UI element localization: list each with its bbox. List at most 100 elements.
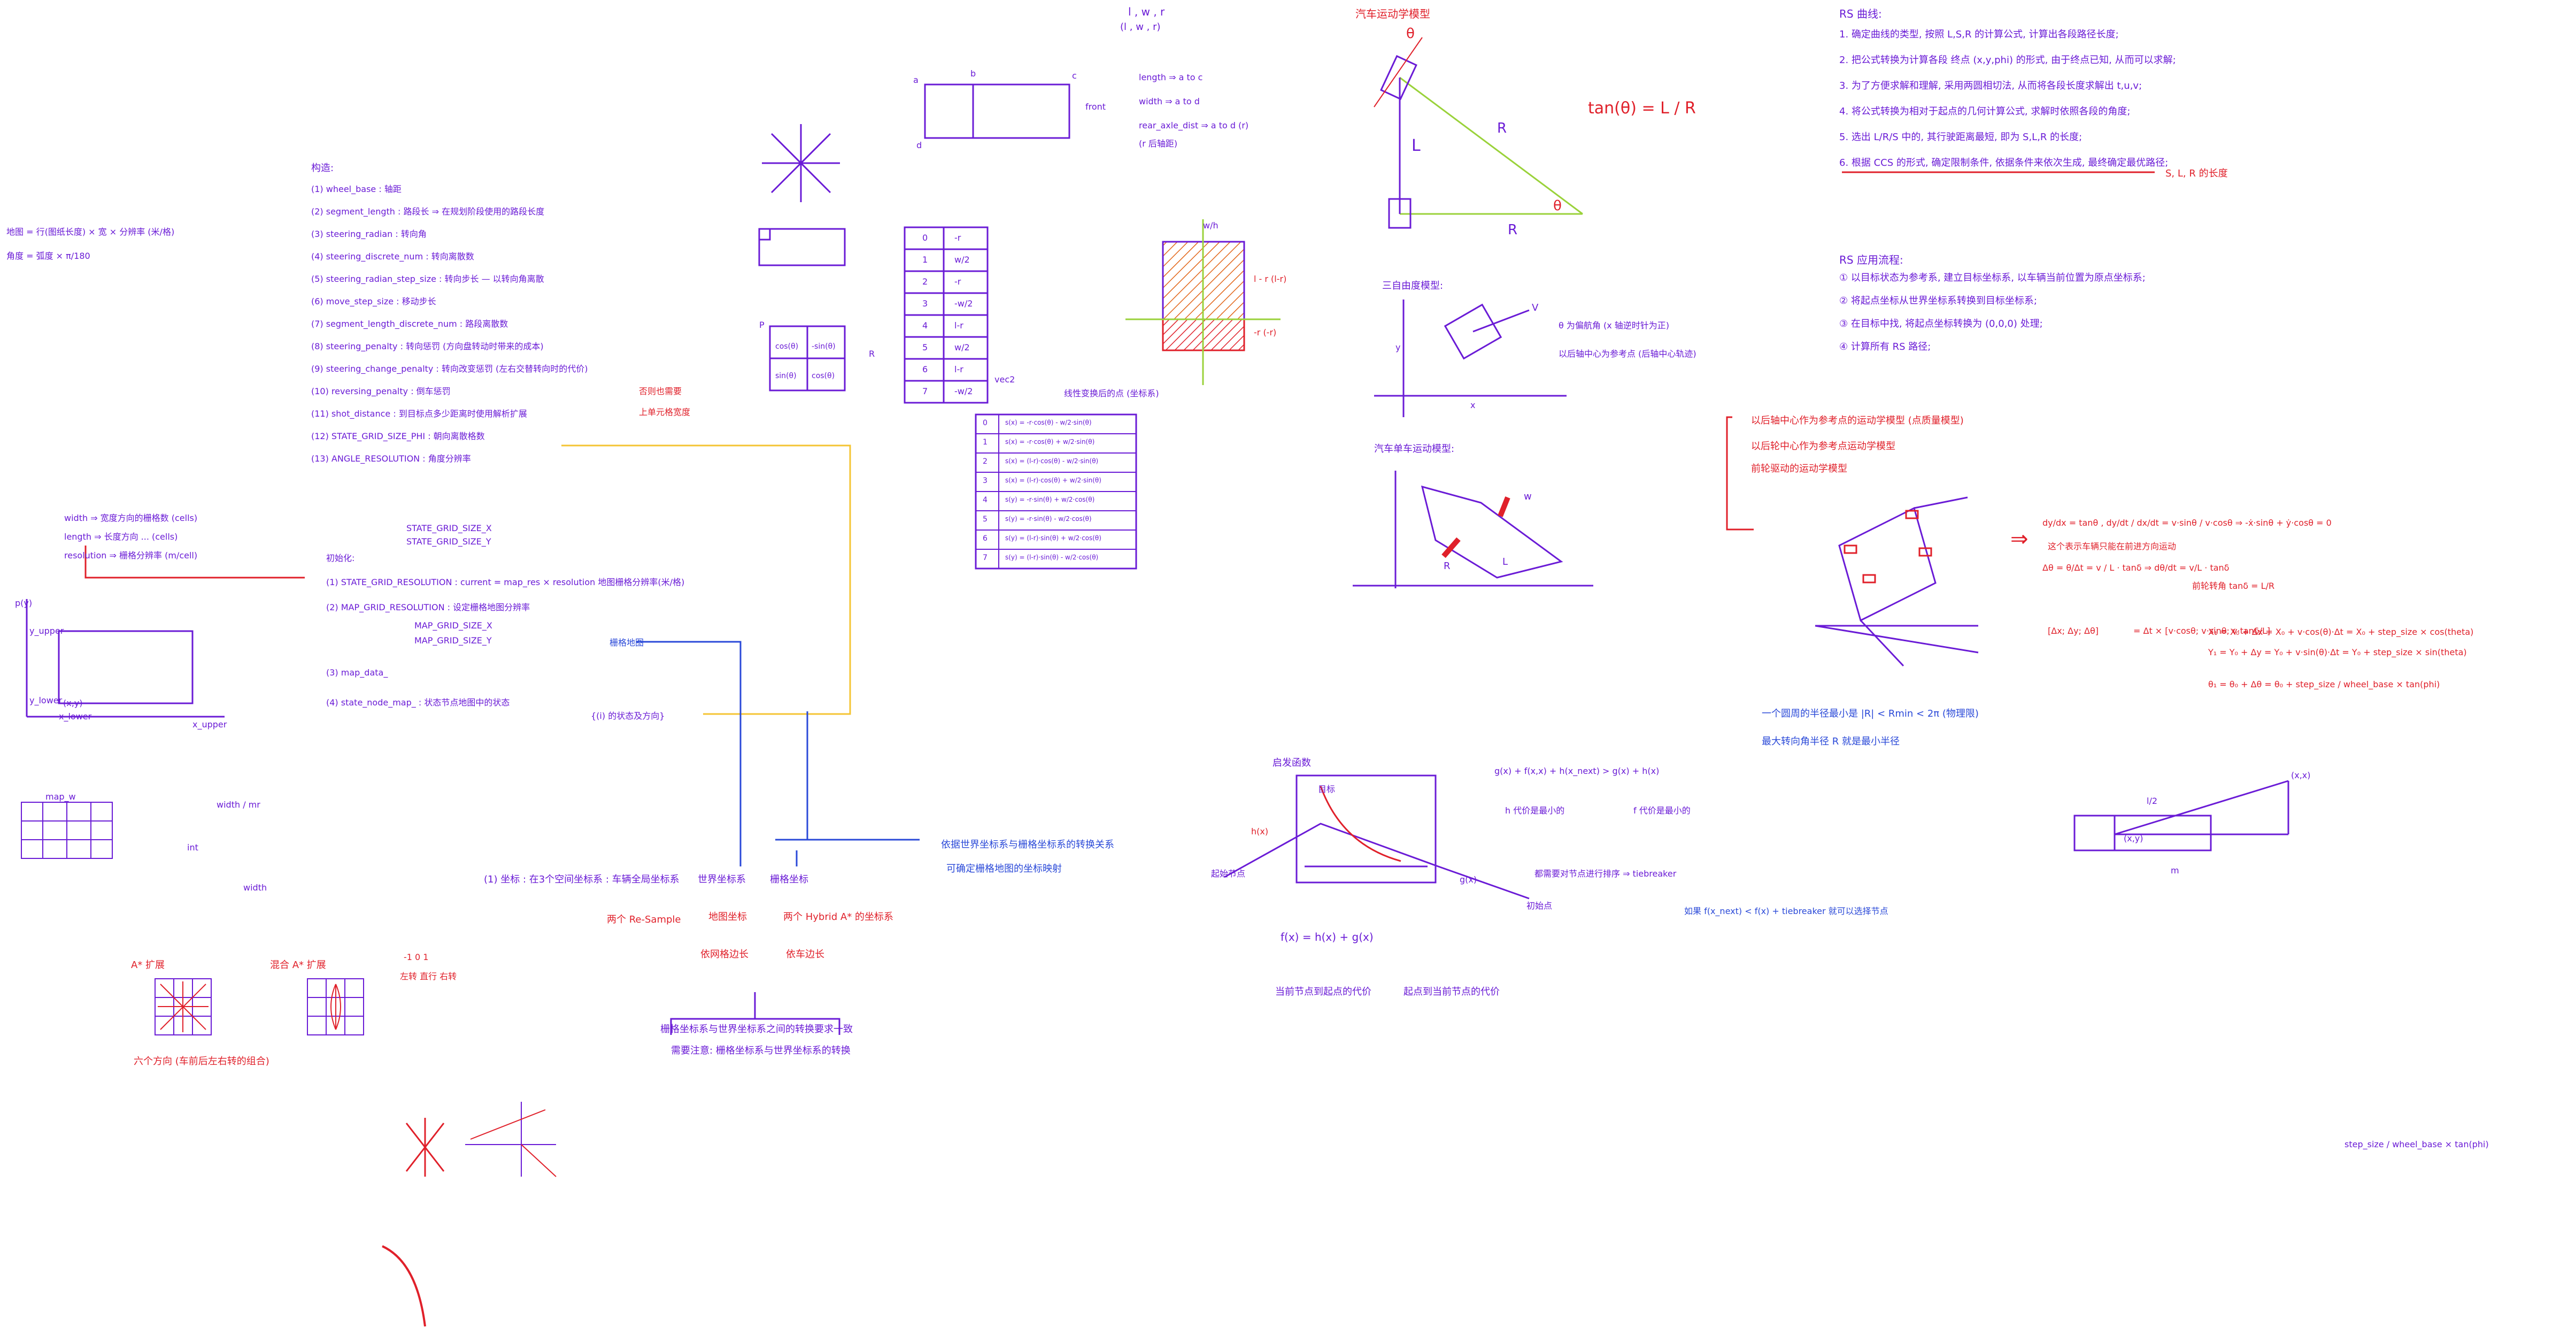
equation-1: dy/dx = tanθ , dy/dt / dx/dt = v·sinθ / … xyxy=(2042,518,2332,528)
param-item: (9) steering_change_penalty : 转向改变惩罚 (左右… xyxy=(311,362,588,374)
matrix-lhs: [Δx; Δy; Δθ] xyxy=(2048,626,2099,636)
car-rear-line: rear_axle_dist ⇒ a to d (r) xyxy=(1139,120,1248,131)
index-cell: 5 xyxy=(922,342,928,352)
small-box xyxy=(759,229,845,265)
rs-app-item: ① 以目标状态为参考系, 建立目标坐标系, 以车辆当前位置为原点坐标系; xyxy=(1839,270,2146,284)
car-width-line: width ⇒ a to d xyxy=(1139,96,1200,106)
vec-cell-formula: s(x) = -r·cos(θ) + w/2·sin(θ) xyxy=(1005,438,1094,446)
param-item: (5) steering_radian_step_size : 转向步长 — 以… xyxy=(311,272,544,285)
model-red-1: 以后轴中心作为参考点的运动学模型 (点质量模型) xyxy=(1751,413,1964,427)
coord-conv-2: 地图坐标 xyxy=(708,909,747,923)
hybrid-a-star-grid xyxy=(307,979,364,1035)
br-m: m xyxy=(2171,865,2179,876)
index-cell: 4 xyxy=(922,320,928,331)
coord-right-2: 可确定栅格地图的坐标映射 xyxy=(946,861,1062,875)
vec-cell-formula: s(y) = (l-r)·sin(θ) - w/2·cos(θ) xyxy=(1005,554,1098,561)
width-frac: width / mr xyxy=(217,800,260,810)
vec-r-label: R xyxy=(869,349,875,359)
car-rectangle xyxy=(925,85,1069,138)
rs-app-title: RS 应用流程: xyxy=(1839,251,1903,267)
index-cell: -w/2 xyxy=(954,386,973,396)
vec-side-label: vec2 xyxy=(994,374,1015,385)
angle-sketch xyxy=(465,1102,556,1177)
axis-xy-cell: (x,y) xyxy=(63,698,83,708)
car-front: front xyxy=(1085,102,1106,112)
star-burst-icon xyxy=(406,1118,444,1177)
rot-cell-1: -sin(θ) xyxy=(812,342,836,351)
state-x-label: STATE_GRID_SIZE_X xyxy=(406,523,492,533)
grid-map-small xyxy=(21,802,112,858)
width-label: width xyxy=(243,882,267,893)
equation-4: 前轮转角 tanδ = L/R xyxy=(2192,579,2274,592)
theta-update: θ₁ = θ₀ + Δθ = θ₀ + step_size / wheel_ba… xyxy=(2208,679,2440,689)
param-item: (12) STATE_GRID_SIZE_PHI : 朝向离散格数 xyxy=(311,429,485,442)
vec-cell-index: 1 xyxy=(983,438,988,447)
heuristic-left-eq: 当前节点到起点的代价 xyxy=(1275,984,1371,998)
bicycle-title: 汽车单车运动模型: xyxy=(1374,441,1454,455)
index-cell: 3 xyxy=(922,298,928,309)
heuristic-x-axis: 初始点 xyxy=(1526,899,1552,911)
angle-formula-note: 角度 = 弧度 × π/180 xyxy=(6,249,90,262)
map-data-label: (3) map_data_ xyxy=(326,667,388,678)
bicycle-R: R xyxy=(1444,561,1451,572)
index-cell: -w/2 xyxy=(954,298,973,309)
index-cell: l-r xyxy=(954,320,963,331)
index-cell: 7 xyxy=(922,386,928,396)
rs-item: 1. 确定曲线的类型, 按照 L,S,R 的计算公式, 计算出各段路径长度; xyxy=(1839,27,2119,41)
br-ix: (x,y) xyxy=(2124,833,2143,843)
vec-cell-formula: s(y) = -r·sin(θ) + w/2·cos(θ) xyxy=(1005,496,1094,503)
vec-cell-formula: s(x) = (l-r)·cos(θ) - w/2·sin(θ) xyxy=(1005,457,1098,465)
index-cell: w/2 xyxy=(954,342,970,352)
map-w-label: map_w xyxy=(45,792,76,802)
car-d: d xyxy=(916,140,922,150)
kinematic-formula: tan(θ) = L / R xyxy=(1588,99,1696,118)
param-item: (8) steering_penalty : 转向惩罚 (方向盘转动时带来的成本… xyxy=(311,339,544,352)
params-title: 构造: xyxy=(311,160,334,174)
map-width-note: width ⇒ 宽度方向的栅格数 (cells) xyxy=(64,511,197,524)
y-update: Y₁ = Y₀ + Δy = Y₀ + v·sin(θ)·Δt = Y₀ + s… xyxy=(2208,647,2467,657)
axis-y-lower: y_lower xyxy=(29,695,62,705)
rs-item: 6. 根据 CCS 的形式, 确定限制条件, 依据条件来依次生成, 最终确定最优… xyxy=(1839,155,2168,169)
vec-side-note: 线性变换后的点 (坐标系) xyxy=(1064,386,1159,399)
param-item: (10) reversing_penalty : 倒车惩罚 xyxy=(311,384,451,397)
vec-cell-index: 2 xyxy=(983,457,988,466)
params-red-note-2: 上单元格宽度 xyxy=(639,405,690,418)
car-lwr: l , w , r xyxy=(1128,5,1164,18)
expand-six: 六个方向 (车前后左右转的组合) xyxy=(134,1054,269,1068)
rs-car-diagram xyxy=(1815,497,1978,666)
heuristic-goal: 目标 xyxy=(1318,782,1335,795)
state-y-label: STATE_GRID_SIZE_Y xyxy=(406,536,491,547)
a-star-grid xyxy=(155,979,211,1035)
axis-p-label: p(y) xyxy=(15,598,32,608)
car-b: b xyxy=(970,68,976,79)
rect-minus-r: -r (-r) xyxy=(1254,327,1276,337)
heuristic-gh: g(x) + f(x,x) + h(x_next) > g(x) + h(x) xyxy=(1494,766,1659,776)
rot-cell-2: sin(θ) xyxy=(775,372,797,380)
blue-mid-1: 一个圆周的半径最小是 |R| < Rmin < 2π (物理限) xyxy=(1762,706,1979,720)
kinematic-title: 汽车运动学模型 xyxy=(1355,5,1430,21)
grid-map-label: 栅格地图 xyxy=(610,635,644,648)
heuristic-h-right: f 代价是最小的 xyxy=(1633,803,1691,816)
hybrid-title: 混合 A* 扩展 xyxy=(270,957,326,971)
axis-x-lower: x_lower xyxy=(59,711,91,721)
state-node-map-label: (4) state_node_map_ : 状态节点地图中的状态 xyxy=(326,695,510,708)
rot-cell-3: cos(θ) xyxy=(812,372,835,380)
map-length-note: length ⇒ 长度方向 ... (cells) xyxy=(64,529,178,542)
index-cell: l-r xyxy=(954,364,963,374)
param-item: (6) move_step_size : 移动步长 xyxy=(311,294,436,307)
coord-conv-3: 依网格边长 xyxy=(700,947,749,961)
kinematic-diagram xyxy=(1374,37,1583,228)
car-c: c xyxy=(1072,71,1077,81)
dof-line-2: 以后轴中心为参考点 (后轴中心轨迹) xyxy=(1559,347,1696,359)
vec-cell-formula: s(y) = -r·sin(θ) - w/2·cos(θ) xyxy=(1005,515,1092,523)
vec-cell-index: 4 xyxy=(983,496,988,504)
car-rear-line-2: (r 后轴距) xyxy=(1139,136,1177,149)
br-lx: (x,x) xyxy=(2291,770,2311,780)
dof-v: V xyxy=(1532,302,1538,313)
phi-note: {(i) 的状态及方向} xyxy=(591,709,665,721)
kinematic-L: L xyxy=(1412,136,1421,155)
br-label: step_size / wheel_base × tan(phi) xyxy=(2344,1139,2489,1149)
vec-cell-formula: s(x) = (l-r)·cos(θ) + w/2·sin(θ) xyxy=(1005,477,1101,484)
map-resolution-note: resolution ⇒ 栅格分辨率 (m/cell) xyxy=(64,548,197,561)
index-cell: w/2 xyxy=(954,255,970,265)
